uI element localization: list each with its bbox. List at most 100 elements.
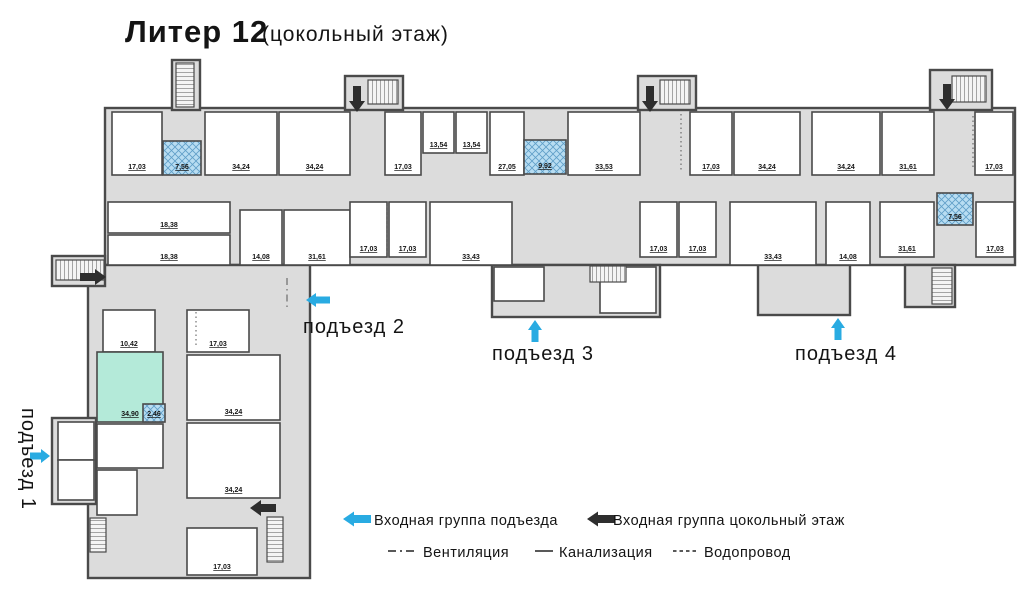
room-area-label: 31,61 xyxy=(899,164,917,171)
porch-entrance-arrow xyxy=(306,293,330,307)
room xyxy=(283,209,351,266)
legend-sewerage-label: Канализация xyxy=(559,545,653,561)
basement-entrance-arrow xyxy=(939,84,955,110)
room-area-label: 17,03 xyxy=(689,246,707,253)
room xyxy=(186,354,281,421)
room-area-label: 17,03 xyxy=(360,246,378,253)
room-area-label: 34,24 xyxy=(225,487,243,494)
room-area-label: 34,24 xyxy=(837,164,855,171)
legend: Входная группа подъезда Входная группа ц… xyxy=(374,513,845,561)
room-area-label: 18,38 xyxy=(160,222,178,229)
room-area-label: 17,03 xyxy=(128,164,146,171)
staircase xyxy=(659,79,691,105)
room-area-label: 34,24 xyxy=(758,164,776,171)
room xyxy=(975,201,1015,258)
room xyxy=(57,421,95,461)
room xyxy=(422,111,455,154)
page-title: Литер 12 xyxy=(125,14,268,49)
legend-porch-entry-arrow xyxy=(343,511,371,527)
room-area-label: 17,03 xyxy=(399,246,417,253)
legend-basement-entry-label: Входная группа цокольный этаж xyxy=(613,513,845,529)
porch-entrance-arrow xyxy=(30,449,50,463)
legend-porch-entry-label: Входная группа подъезда xyxy=(374,513,558,529)
room xyxy=(455,111,488,154)
room-area-label: 33,43 xyxy=(462,254,480,261)
bathroom xyxy=(142,403,166,423)
room xyxy=(825,201,871,266)
porch-entrance-arrow xyxy=(831,318,845,340)
room-area-label: 34,24 xyxy=(232,164,250,171)
basement-entrance-arrow xyxy=(250,500,276,516)
entrance-label: подъезд 4 xyxy=(795,343,897,365)
room xyxy=(811,111,881,176)
basement-entrance-arrow xyxy=(349,86,365,112)
legend-basement-entry-arrow xyxy=(587,511,615,527)
room-area-label: 9,92 xyxy=(538,163,552,170)
staircase xyxy=(951,75,987,103)
room-area-label: 33,53 xyxy=(595,164,613,171)
room xyxy=(639,201,678,258)
room-area-label: 31,61 xyxy=(898,246,916,253)
room-area-label: 34,24 xyxy=(306,164,324,171)
room xyxy=(879,201,935,258)
bathroom xyxy=(936,192,974,226)
room-area-label: 27,05 xyxy=(498,164,516,171)
room-area-label: 7,56 xyxy=(948,214,962,221)
room-area-label: 34,24 xyxy=(225,409,243,416)
room xyxy=(186,309,250,353)
staircase xyxy=(589,265,627,283)
room-area-label: 34,90 xyxy=(121,411,139,418)
page-title-suffix: (цокольный этаж) xyxy=(262,23,449,46)
room-area-label: 31,61 xyxy=(308,254,326,261)
room xyxy=(429,201,513,266)
room xyxy=(678,201,717,258)
room xyxy=(107,234,231,266)
room-area-label: 14,08 xyxy=(252,254,270,261)
legend-ventilation-label: Вентиляция xyxy=(423,545,509,561)
staircase xyxy=(367,79,399,105)
room-area-label: 17,03 xyxy=(650,246,668,253)
title-block: Литер 12 (цокольный этаж) xyxy=(125,14,449,49)
room xyxy=(974,111,1014,176)
room xyxy=(96,469,138,516)
room xyxy=(384,111,422,176)
basement-entrance-arrow xyxy=(642,86,658,112)
room xyxy=(111,111,163,176)
room xyxy=(186,422,281,499)
room-area-label: 7,56 xyxy=(175,164,189,171)
room xyxy=(96,423,164,469)
bathroom xyxy=(523,139,567,175)
bathroom xyxy=(162,140,202,176)
room xyxy=(729,201,817,266)
room xyxy=(733,111,801,176)
entrance-label: подъезд 1 xyxy=(17,408,39,510)
room xyxy=(689,111,733,176)
room-area-label: 14,08 xyxy=(839,254,857,261)
room xyxy=(57,459,95,501)
room-area-label: 17,03 xyxy=(213,564,231,571)
entrance-label: подъезд 2 xyxy=(303,316,405,338)
basement-entrance-arrow xyxy=(80,269,106,285)
room xyxy=(881,111,935,176)
room-area-label: 13,54 xyxy=(463,142,481,149)
room-area-label: 17,03 xyxy=(985,164,1003,171)
legend-water-label: Водопровод xyxy=(704,545,791,561)
room-area-label: 17,03 xyxy=(209,341,227,348)
room-area-label: 10,42 xyxy=(120,341,138,348)
room xyxy=(107,201,231,234)
room xyxy=(567,111,641,176)
room xyxy=(239,209,283,266)
room-area-label: 18,38 xyxy=(160,254,178,261)
building-block xyxy=(756,263,852,317)
staircase xyxy=(175,62,195,108)
staircase xyxy=(89,517,107,553)
room-area-label: 17,03 xyxy=(986,246,1004,253)
staircase xyxy=(931,267,953,305)
room xyxy=(186,527,258,576)
room xyxy=(493,266,545,302)
room-area-label: 13,54 xyxy=(430,142,448,149)
room xyxy=(204,111,278,176)
entrance-label: подъезд 3 xyxy=(492,343,594,365)
room xyxy=(278,111,351,176)
